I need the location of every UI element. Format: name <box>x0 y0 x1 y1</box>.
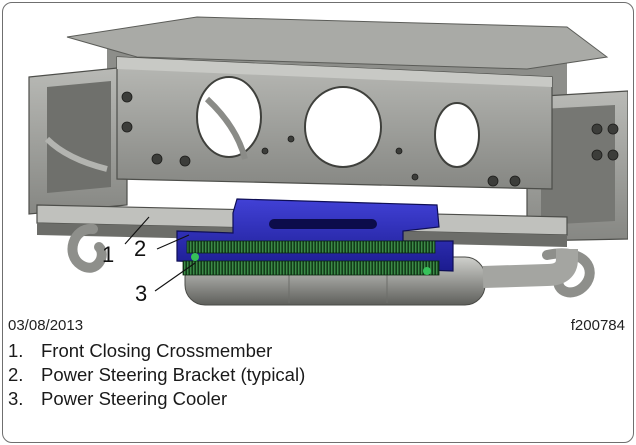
illustration-svg: 1 2 3 <box>7 9 628 309</box>
callout-1-leader <box>124 216 150 245</box>
legend-number: 2. <box>8 364 24 385</box>
callout-2-leader <box>156 234 190 250</box>
figure-legend: 1. Front Closing Crossmember 2. Power St… <box>8 339 305 411</box>
legend-text: Power Steering Cooler <box>41 388 228 409</box>
legend-number: 3. <box>8 388 24 409</box>
bracket-slot <box>269 219 377 229</box>
callout-1: 1 <box>102 242 114 267</box>
legend-number: 1. <box>8 340 24 361</box>
legend-text: Power Steering Bracket (typical) <box>41 364 306 385</box>
cooler-core-lower <box>182 260 440 276</box>
frame-top-flange <box>66 16 609 70</box>
crossmember-top-lip <box>117 57 552 87</box>
callout-3: 3 <box>135 281 147 306</box>
legend-item: 1. Front Closing Crossmember <box>8 339 305 363</box>
cooler-outlet-pipe <box>482 249 578 288</box>
legend-item: 3. Power Steering Cooler <box>8 387 305 411</box>
crossmember-hole-left <box>196 76 262 158</box>
legend-text: Front Closing Crossmember <box>41 340 273 361</box>
bolt-group <box>121 91 619 187</box>
crossmember-hole-center <box>304 86 382 168</box>
figure-id: f200784 <box>570 317 625 334</box>
left-rail-curve <box>44 136 108 172</box>
legend-item: 2. Power Steering Bracket (typical) <box>8 363 305 387</box>
crossmember-illustration: 1 2 3 <box>7 9 628 309</box>
left-tow-hook <box>67 224 107 273</box>
cooler-core-upper <box>186 240 436 254</box>
right-rail-inner <box>541 105 615 225</box>
callout-2: 2 <box>134 236 146 261</box>
crossmember-hole-right <box>434 102 480 168</box>
hole-interior-strut <box>204 96 248 160</box>
figure-date: 03/08/2013 <box>8 317 84 334</box>
callout-3-leader <box>154 262 196 292</box>
left-rail-inner <box>47 81 111 193</box>
